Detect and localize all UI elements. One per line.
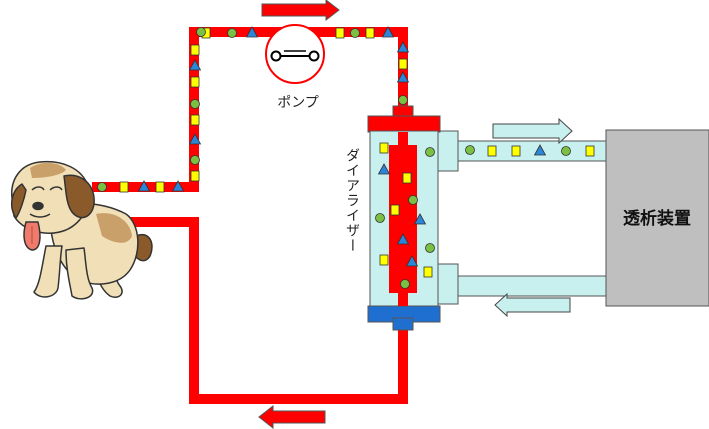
particle-square [511,145,521,157]
solute-particles [97,26,595,289]
flow-arrow-icon [261,0,340,22]
particle-square [423,266,433,278]
particle-circle [561,146,571,156]
dialyzer-bottom-connector [392,317,414,331]
dialyzer-top-cap [367,115,441,133]
particle-triangle [137,180,151,192]
particle-square [398,58,408,70]
dialyzer-port-top [435,130,459,172]
particle-square [585,145,595,157]
particle-circle [196,27,206,37]
particle-circle [190,99,200,109]
particle-triangle [188,133,202,145]
dialyzer-blood-channel-right [407,145,417,293]
dialysis-machine: 透析装置 [605,129,709,307]
flow-arrow-icon [494,292,571,318]
flow-arrow-icon [258,404,326,429]
dialyzer-port-bottom [435,263,459,305]
particle-square [155,181,165,193]
particle-circle [425,147,435,157]
pump: ポンプ [265,24,325,111]
particle-circle [400,279,410,289]
particle-circle [465,145,475,155]
pump-icon [265,24,325,84]
pump-label: ポンプ [277,95,319,111]
dialyzer-blood-channel-left [389,145,399,293]
particle-circle [408,195,418,205]
flow-arrows [258,0,573,429]
particle-square [119,181,129,193]
dialysate-lines [435,130,607,305]
particle-square [379,254,389,266]
particle-square [365,27,375,39]
particle-square [390,204,400,216]
dialysis-machine-box [605,129,709,307]
particle-triangle [396,233,410,245]
particle-circle [375,213,385,223]
particle-circle [425,243,435,253]
particle-circle [350,28,360,38]
particle-triangle [188,59,202,71]
particle-triangle [381,26,395,38]
dialyzer-label: ダイアライザー [344,148,360,253]
particle-square [379,142,389,154]
particle-triangle [533,144,547,156]
particle-square [190,170,200,182]
particle-triangle [413,213,427,225]
particle-triangle [377,163,391,175]
particle-square [190,114,200,126]
dialysate-line-bottom [455,275,607,297]
blood-line-venous [128,217,408,404]
particle-circle [227,28,237,38]
particle-triangle [405,255,419,267]
particle-circle [190,155,200,165]
particle-triangle [396,71,410,83]
particle-square [190,44,200,56]
dialysis-machine-label: 透析装置 [623,208,691,229]
particle-triangle [171,180,185,192]
particle-triangle [245,26,259,38]
particle-square [487,145,497,157]
particle-circle [97,182,107,192]
particle-circle [398,95,408,105]
particle-triangle [396,41,410,53]
particle-square [335,27,345,39]
particle-square [402,172,412,184]
dog-icon [10,160,153,300]
dialyzer-blood-channel-center [398,132,408,306]
particle-square [190,76,200,88]
flow-arrow-icon [492,117,573,145]
dialysate-line-top [455,140,607,162]
